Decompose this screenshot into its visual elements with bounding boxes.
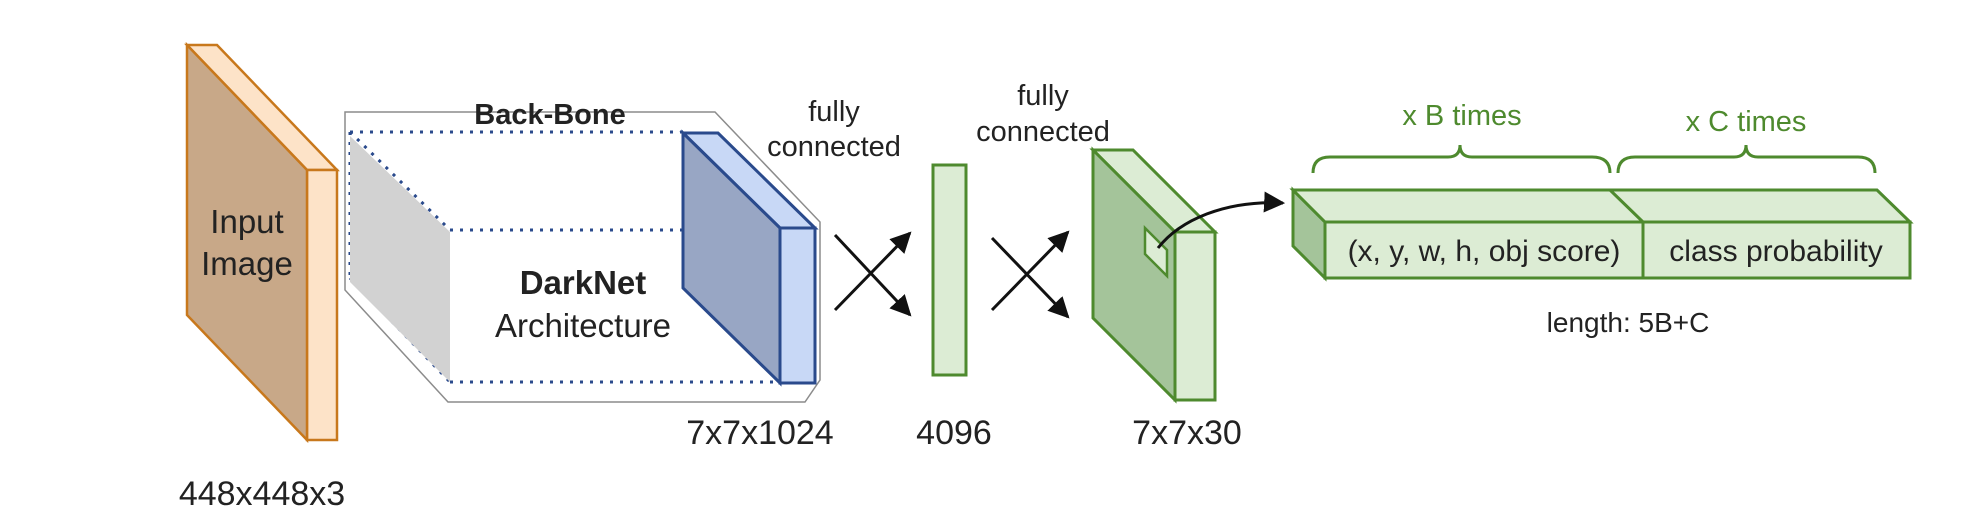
fc-layer-bar bbox=[931, 163, 968, 377]
fc-layer-dims: 4096 bbox=[916, 414, 992, 452]
architecture-label: Architecture bbox=[495, 307, 671, 344]
input-image-block bbox=[184, 41, 340, 444]
input-dims: 448x448x3 bbox=[179, 475, 345, 509]
darknet-label: DarkNet bbox=[520, 264, 647, 301]
output-tensor-block bbox=[1089, 146, 1219, 404]
brace-c bbox=[1616, 144, 1877, 174]
output-vector bbox=[1289, 186, 1914, 282]
backbone-title: Back-Bone bbox=[474, 99, 626, 131]
fc2-label-line2: connected bbox=[976, 116, 1110, 148]
input-image-side bbox=[305, 168, 339, 442]
fc1-label-line2: connected bbox=[767, 131, 901, 163]
brace-b-label: x B times bbox=[1402, 100, 1521, 132]
brace-b bbox=[1311, 144, 1612, 174]
vector-box-bbox bbox=[1323, 220, 1645, 280]
fc1-arrow-up bbox=[833, 231, 912, 312]
backbone-gray-face bbox=[350, 136, 450, 382]
fc2-arrow-up bbox=[990, 230, 1070, 312]
output-cell bbox=[1143, 224, 1169, 280]
fc1-label-line1: fully bbox=[808, 96, 860, 128]
output-tensor-front bbox=[1091, 146, 1177, 404]
fc2-cross-arrows bbox=[990, 230, 1070, 319]
output-tensor-dims: 7x7x30 bbox=[1132, 414, 1242, 452]
vector-bbox-text: (x, y, w, h, obj score) bbox=[1348, 235, 1621, 268]
fc1-cross-arrows bbox=[833, 231, 912, 317]
backbone-outline bbox=[344, 111, 821, 403]
vector-top-divider bbox=[1608, 188, 1645, 224]
output-tensor-side bbox=[1173, 230, 1217, 402]
vector-box-class bbox=[1641, 220, 1912, 280]
cell-to-vector-arrow bbox=[1156, 191, 1286, 249]
input-label-line2: Image bbox=[201, 245, 293, 282]
backbone-output-front bbox=[681, 129, 782, 387]
vector-class-text: class probability bbox=[1669, 235, 1882, 268]
vector-top-face bbox=[1289, 188, 1914, 224]
backbone-output-side bbox=[778, 226, 817, 385]
fc1-arrow-down bbox=[833, 233, 912, 317]
brace-c-label: x C times bbox=[1686, 106, 1807, 138]
backbone-output-block bbox=[679, 129, 819, 387]
vector-length-label: length: 5B+C bbox=[1547, 307, 1710, 338]
fc2-arrow-down bbox=[990, 236, 1070, 319]
input-image-front bbox=[185, 41, 309, 444]
fc2-label-line1: fully bbox=[1017, 80, 1069, 112]
input-label-line1: Input bbox=[210, 203, 283, 240]
backbone-output-dims: 7x7x1024 bbox=[686, 414, 833, 452]
